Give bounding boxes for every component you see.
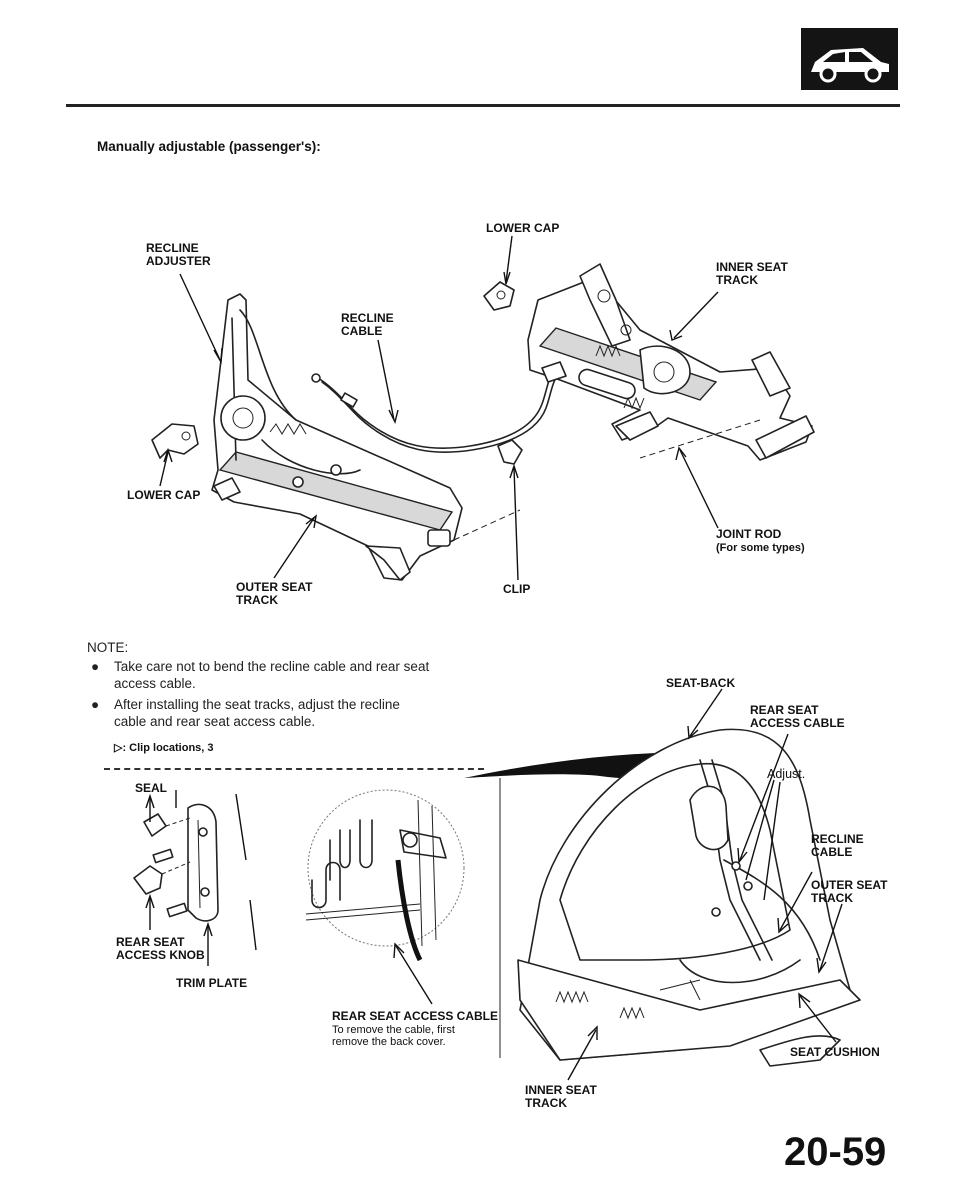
label-recline-adjuster: RECLINE ADJUSTER [146, 241, 211, 268]
page-number: 20-59 [784, 1130, 887, 1174]
section-divider [104, 768, 484, 770]
note-item-2: After installing the seat tracks, adjust… [114, 697, 400, 729]
label-lower-cap-left: LOWER CAP [127, 488, 201, 502]
label-lower-cap-top: LOWER CAP [486, 221, 560, 235]
label-seat-back: SEAT-BACK [666, 676, 736, 690]
label-recline-cable-right: RECLINE CABLE [811, 832, 864, 859]
label-seal: SEAL [135, 781, 168, 795]
label-seat-cushion: SEAT CUSHION [790, 1045, 880, 1059]
header-rule [66, 104, 900, 107]
label-rear-seat-access-cable-note: To remove the cable, first remove the ba… [332, 1024, 455, 1048]
label-trim-plate: TRIM PLATE [176, 976, 248, 990]
note-bullet-icon: ● [91, 697, 100, 712]
label-inner-seat-track-bottom: INNER SEAT TRACK [525, 1083, 597, 1110]
note-heading: NOTE: [87, 640, 129, 655]
clip-locations-ref: ▷: Clip locations, 3 [114, 742, 214, 754]
note-item-1: Take care not to bend the recline cable … [114, 659, 430, 691]
section-title: Manually adjustable (passenger's): [97, 139, 321, 154]
label-outer-seat-track: OUTER SEAT TRACK [236, 580, 313, 607]
label-rear-seat-access-cable: REAR SEAT ACCESS CABLE [332, 1009, 499, 1023]
label-rear-seat-access-cable-right: REAR SEAT ACCESS CABLE [750, 703, 845, 730]
label-clip: CLIP [503, 582, 531, 596]
label-rear-seat-access-knob: REAR SEAT ACCESS KNOB [116, 935, 205, 962]
note-bullet-icon: ● [91, 659, 100, 674]
label-joint-rod-note: (For some types) [716, 542, 805, 554]
label-joint-rod: JOINT ROD [716, 527, 782, 541]
car-hatchback-icon [801, 28, 898, 90]
label-outer-seat-track-right: OUTER SEAT TRACK [811, 878, 888, 905]
label-inner-seat-track: INNER SEAT TRACK [716, 260, 788, 287]
label-recline-cable: RECLINE CABLE [341, 311, 394, 338]
label-adjust: Adjust. [767, 767, 806, 781]
